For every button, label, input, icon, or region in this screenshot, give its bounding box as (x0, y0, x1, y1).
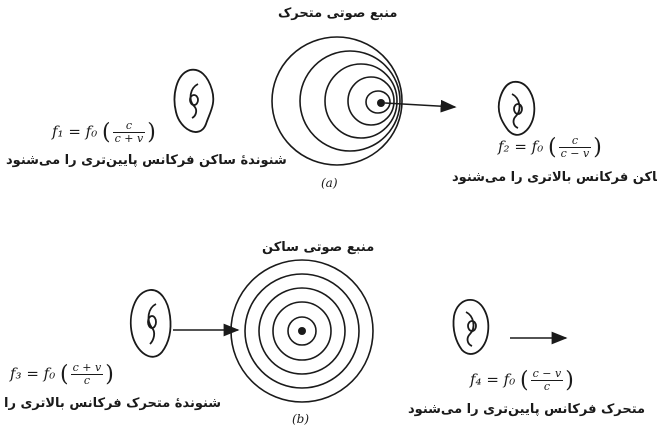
ear-right-a (497, 81, 536, 136)
formula-f1-denominator: c + v (114, 132, 144, 145)
panel-a-left-text: شنوندهٔ ساکن فرکانس پایین‌تری را می‌شنود (6, 153, 287, 168)
formula-f1-numerator: c (112, 120, 146, 133)
wavefront-b-5 (287, 316, 317, 346)
formula-f4-denominator: c (543, 380, 550, 393)
wavefront-b-3 (258, 287, 346, 375)
formula-f3-denominator: c (83, 374, 90, 387)
wavefront-4 (347, 76, 395, 126)
ear-right-b (452, 299, 490, 355)
moving-source-dot (377, 99, 385, 107)
panel-b-title: منبع صوتی ساکن (262, 240, 375, 255)
panel-a-caption: (a) (321, 176, 338, 190)
wavefront-b-4 (272, 301, 332, 361)
wavefront-3 (324, 63, 398, 139)
formula-f2-numerator: c (558, 135, 592, 148)
formula-f3-numerator: c + v (70, 361, 104, 375)
formula-f2-denominator: c − v (560, 147, 590, 160)
formula-f1-lhs: f₁ = f₀ (52, 122, 98, 141)
formula-f3-lhs: f₃ = f₀ (10, 364, 56, 383)
stationary-source-dot (298, 327, 306, 335)
source-velocity-arrow (384, 99, 457, 113)
panel-b-right-text: متحرک فرکانس پایین‌تری را می‌شنود (408, 402, 646, 417)
formula-f4-numerator: c − v (530, 367, 564, 381)
wavefront-1 (271, 36, 403, 166)
panel-b-caption: (b) (292, 412, 310, 426)
formula-f4-lhs: f₄ = f₀ (470, 370, 516, 389)
wavefront-5 (365, 90, 391, 114)
panel-a-title: منبع صوتی متحرک (278, 6, 398, 21)
ear-left-a (173, 68, 215, 133)
wavefront-b-2 (244, 273, 360, 389)
panel-b-left-text: شنوندهٔ متحرک فرکانس بالاتری را (4, 396, 222, 411)
wavefront-2 (299, 50, 401, 152)
ear-left-b (129, 289, 172, 358)
formula-f2-lhs: f₂ = f₀ (498, 137, 544, 156)
wavefronts-moving-source (271, 36, 403, 166)
panel-a-right-text: ساکن فرکانس بالاتری را می‌شنود (452, 170, 657, 185)
